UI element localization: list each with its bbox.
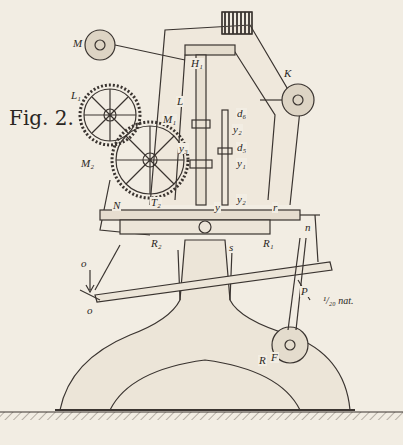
part-letter: d₅ <box>236 142 247 153</box>
scale-note: ¹/₂₀ nat. <box>322 296 355 306</box>
part-letter: F <box>270 352 279 363</box>
figure-title: Fig. 2. <box>8 108 75 128</box>
part-letter: N <box>112 200 121 211</box>
part-letter: s <box>228 242 234 253</box>
part-letter: r <box>272 202 278 213</box>
part-letter: y₁ <box>236 158 247 169</box>
part-letter: K <box>283 68 292 79</box>
part-letter: y <box>214 202 221 213</box>
part-letter: o <box>80 258 88 269</box>
part-letter: y₂ <box>232 124 243 135</box>
part-letter: y₃ <box>178 143 189 154</box>
part-letter: M₂ <box>80 158 95 169</box>
part-letter: R <box>258 355 267 366</box>
part-letter: L <box>176 96 184 107</box>
part-letter: M₁ <box>162 114 177 125</box>
part-letter: R₂ <box>150 238 163 249</box>
part-letter: H₁ <box>190 58 204 69</box>
part-letter: M <box>72 38 83 49</box>
part-letter: n <box>304 222 312 233</box>
part-letter: o <box>86 305 94 316</box>
part-letter: R₁ <box>262 238 275 249</box>
part-letter: y₂ <box>236 194 247 205</box>
part-letter: T₂ <box>150 197 162 208</box>
part-letter: L₁ <box>70 90 82 101</box>
part-letter: d₆ <box>236 108 247 119</box>
part-letter: P <box>300 286 309 297</box>
